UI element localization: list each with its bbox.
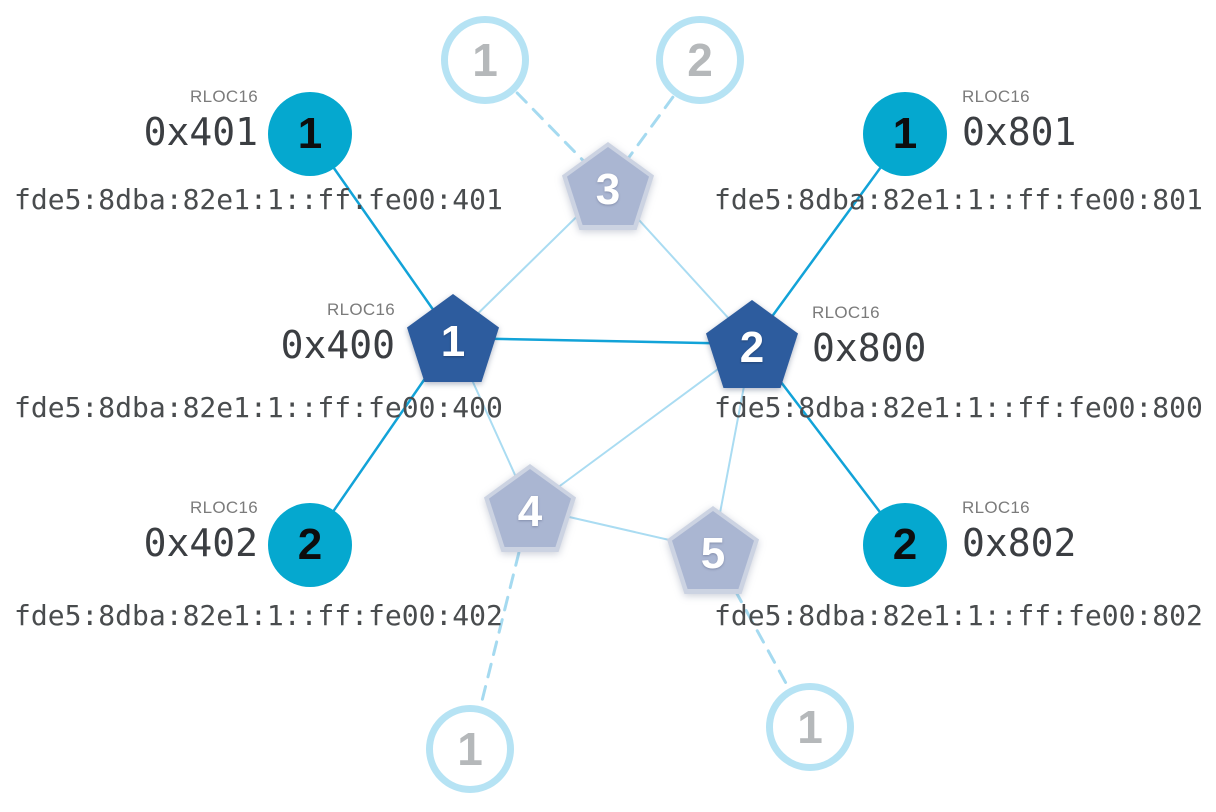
router-pentagon-icon: 2 xyxy=(706,300,798,388)
router-pentagon-icon: 4 xyxy=(484,464,576,552)
ipv6-address-child402: fde5:8dba:82e1:1::ff:fe00:402 xyxy=(14,599,503,632)
rloc16-label-child802: RLOC16 0x802 xyxy=(962,498,1112,565)
node-number: 2 xyxy=(297,520,323,569)
rloc16-tag: RLOC16 xyxy=(190,87,258,106)
router-node-5[interactable]: 5 xyxy=(667,506,759,594)
router-pentagon-icon: 3 xyxy=(562,142,654,230)
child-node-802[interactable]: 2 xyxy=(863,503,947,587)
link-router1-router2 xyxy=(451,336,754,346)
ipv6-address-child802: fde5:8dba:82e1:1::ff:fe00:802 xyxy=(714,599,1203,632)
child-node-401[interactable]: 1 xyxy=(268,92,352,176)
rloc16-label-child401: RLOC16 0x401 xyxy=(108,87,258,154)
router-node-4[interactable]: 4 xyxy=(484,464,576,552)
rloc16-value: 0x400 xyxy=(280,323,395,367)
ghost-node-bottom-2[interactable]: 1 xyxy=(766,683,854,771)
node-number: 1 xyxy=(892,109,918,158)
node-number: 4 xyxy=(517,487,543,536)
rloc16-tag: RLOC16 xyxy=(190,498,258,517)
ghost-node-top-2[interactable]: 2 xyxy=(656,16,744,104)
router-node-3[interactable]: 3 xyxy=(562,142,654,230)
rloc16-tag: RLOC16 xyxy=(962,498,1030,517)
node-number: 1 xyxy=(457,723,483,775)
node-number: 5 xyxy=(700,529,726,578)
link-router4-router2 xyxy=(529,343,753,509)
rloc16-label-router1: RLOC16 0x400 xyxy=(245,300,395,367)
router-node-2[interactable]: 2 xyxy=(706,300,798,388)
link-router2-child801 xyxy=(750,132,907,346)
rloc16-label-child801: RLOC16 0x801 xyxy=(962,87,1112,154)
rloc16-label-child402: RLOC16 0x402 xyxy=(108,498,258,565)
ipv6-address-child801: fde5:8dba:82e1:1::ff:fe00:801 xyxy=(714,183,1203,216)
router-node-1[interactable]: 1 xyxy=(407,294,499,382)
rloc16-tag: RLOC16 xyxy=(327,300,395,319)
ghost-node-bottom-1[interactable]: 1 xyxy=(426,705,514,793)
ipv6-address-child401: fde5:8dba:82e1:1::ff:fe00:401 xyxy=(14,183,503,216)
node-number: 2 xyxy=(739,323,765,372)
ghost-node-top-1[interactable]: 1 xyxy=(441,16,529,104)
rloc16-value: 0x402 xyxy=(143,521,258,565)
rloc16-value: 0x801 xyxy=(962,110,1077,154)
child-node-402[interactable]: 2 xyxy=(268,503,352,587)
rloc16-value: 0x401 xyxy=(143,110,258,154)
rloc16-label-router2: RLOC16 0x800 xyxy=(812,303,962,370)
node-number: 1 xyxy=(797,701,823,753)
child-node-801[interactable]: 1 xyxy=(863,92,947,176)
rloc16-value: 0x802 xyxy=(962,521,1077,565)
node-number: 1 xyxy=(440,317,466,366)
rloc16-value: 0x800 xyxy=(812,326,927,370)
rloc16-tag: RLOC16 xyxy=(812,303,880,322)
ipv6-address-router1: fde5:8dba:82e1:1::ff:fe00:400 xyxy=(14,391,503,424)
router-pentagon-icon: 5 xyxy=(667,506,759,594)
node-number: 2 xyxy=(892,520,918,569)
node-number: 1 xyxy=(472,34,498,86)
ipv6-address-router2: fde5:8dba:82e1:1::ff:fe00:800 xyxy=(714,391,1203,424)
node-number: 3 xyxy=(595,165,621,214)
node-number: 1 xyxy=(297,109,323,158)
node-number: 2 xyxy=(687,34,713,86)
rloc16-tag: RLOC16 xyxy=(962,87,1030,106)
router-pentagon-icon: 1 xyxy=(407,294,499,382)
